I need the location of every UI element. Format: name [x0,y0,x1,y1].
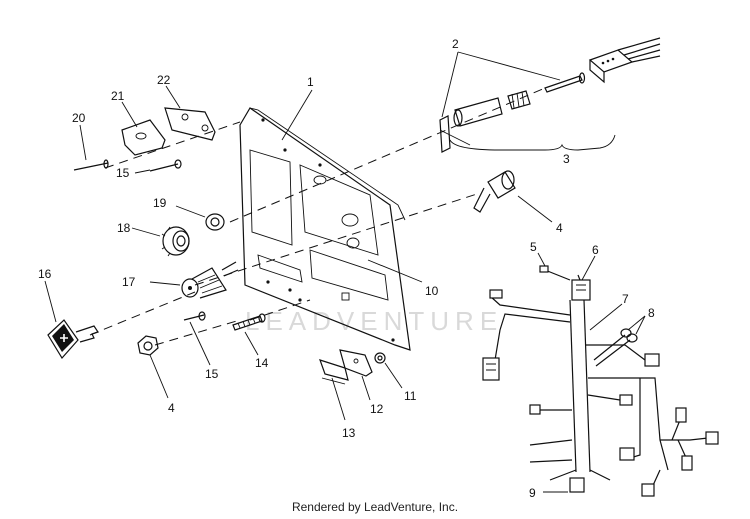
callout-15-lower: 15 [205,367,219,381]
leader-17 [149,281,181,286]
nut-part-11 [374,352,386,364]
plate-part-22 [164,107,216,141]
callout-6: 6 [592,243,599,257]
leader-14 [244,331,259,356]
leader-22 [165,85,181,109]
callout-13: 13 [342,426,356,440]
leader-18 [131,227,161,237]
callout-17: 17 [122,275,136,289]
leader-12 [361,375,371,401]
callout-10: 10 [425,284,439,298]
nut-part-4-lower [137,335,159,356]
key-part-16 [47,319,99,360]
leader-19 [175,205,206,218]
leader-2b [457,51,561,81]
callout-21: 21 [111,89,125,103]
callout-1: 1 [307,75,314,89]
callout-4-upper: 4 [556,221,563,235]
callout-7: 7 [622,292,629,306]
leader-11 [384,362,403,389]
leader-16 [44,280,57,323]
rivet-part-20 [73,159,109,171]
callout-15-upper: 15 [116,166,130,180]
switch-assembly-part-2 [439,72,586,153]
leader-20 [79,124,87,161]
ignition-switch-part-17 [181,261,239,299]
callout-20: 20 [72,111,86,125]
leader-15-upper [134,169,151,174]
assembly-center-lines [89,87,546,346]
screw-part-15-lower [183,311,206,321]
leader-8b [635,315,646,335]
leader-1 [281,89,313,141]
leader-4-upper [517,195,553,223]
callout-9: 9 [529,486,536,500]
clip-part-13 [319,359,349,385]
watermark-text: LEADVENTURE [245,306,503,336]
control-panel-part-1 [239,107,411,351]
leader-15-lower [189,321,211,366]
callout-18: 18 [117,221,131,235]
wiring-harness-part-7 [482,265,719,497]
callout-4-lower: 4 [168,401,175,415]
leader-8a [627,315,646,331]
washer-part-19 [205,213,225,231]
callout-12: 12 [370,402,384,416]
leader-5 [537,252,546,267]
leader-13 [331,377,346,421]
callout-labels: 1 2 3 4 4 5 6 7 8 9 10 11 12 13 14 15 15… [38,37,655,500]
callout-8: 8 [648,306,655,320]
toggle-switch-part-4 [473,170,516,213]
bracket-part-21 [121,119,166,156]
bolt-part-14 [232,313,266,331]
leader-7 [589,303,623,331]
callout-22: 22 [157,73,171,87]
leader-6 [581,255,596,281]
callout-2: 2 [452,37,459,51]
leader-4-lower [149,354,169,399]
leader-2a [441,51,459,118]
callout-3: 3 [563,152,570,166]
wire-connector-plug [588,37,661,84]
callout-5: 5 [530,240,537,254]
bracket-part-12 [339,349,373,377]
callout-19: 19 [153,196,167,210]
callout-14: 14 [255,356,269,370]
leader-21 [121,101,138,128]
leader-10 [367,259,423,283]
callout-16: 16 [38,267,52,281]
screw-part-15-upper [149,159,182,172]
footer-credit: Rendered by LeadVenture, Inc. [291,500,459,514]
nut-part-18 [161,226,190,257]
callout-11: 11 [404,389,417,403]
group-brace-part-3 [449,134,616,151]
